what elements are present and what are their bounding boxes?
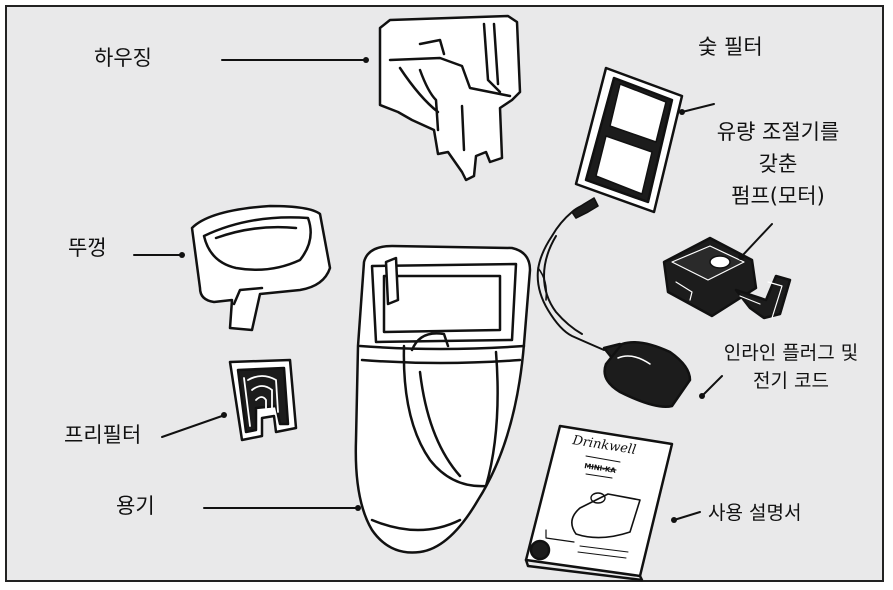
label-housing: 하우징 [94,45,152,71]
housing-part [380,16,520,180]
label-carbon-filter: 숯 필터 [698,34,763,60]
power-cord-part [538,198,690,407]
pump-part [664,238,790,318]
label-prefilter: 프리필터 [64,422,141,448]
carbon-filter-part [576,68,682,212]
label-pump: 유량 조절기를 갖춘 펌프(모터) [688,119,868,209]
label-container: 용기 [116,493,155,519]
label-power-cord: 인라인 플러그 및 전기 코드 [706,341,876,393]
container-part [356,246,530,553]
lid-part [192,206,330,330]
prefilter-part [230,360,296,440]
label-lid: 뚜껑 [68,235,107,261]
label-manual: 사용 설명서 [708,500,801,526]
